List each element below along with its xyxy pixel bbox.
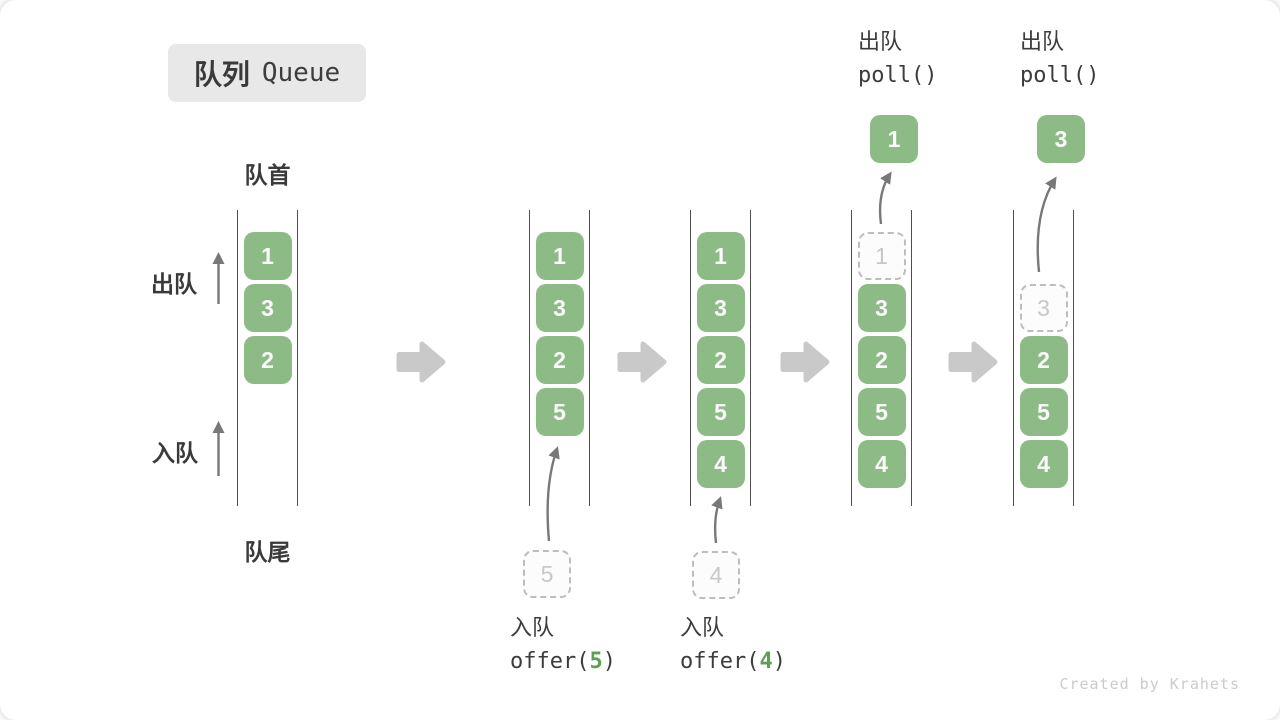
dequeued-result-box: 1 bbox=[870, 115, 918, 163]
queue-item-box: 4 bbox=[1019, 440, 1068, 488]
queue-item-box: 4 bbox=[696, 440, 745, 488]
state-transition-arrow-icon bbox=[780, 341, 830, 383]
operation-code: poll() bbox=[1020, 63, 1100, 88]
queue-item-box: 2 bbox=[535, 336, 584, 384]
queue-item-box: 2 bbox=[857, 336, 906, 384]
dequeue-operation-1: 出队 poll() bbox=[858, 28, 937, 91]
queue-item-box: 2 bbox=[696, 336, 745, 384]
queue-state-5: 3 2 5 4 bbox=[1013, 210, 1074, 506]
state-transition-arrow-icon bbox=[396, 341, 446, 383]
queue-item-box: 2 bbox=[1019, 336, 1068, 384]
queue-item-box: 5 bbox=[857, 388, 906, 436]
code-arg: 4 bbox=[759, 649, 773, 674]
code-post: ) bbox=[772, 649, 786, 674]
queue-item-box: 4 bbox=[857, 440, 906, 488]
queue-state-2: 1 3 2 5 bbox=[529, 210, 590, 506]
queue-item-box: 5 bbox=[696, 388, 745, 436]
title-zh: 队列 bbox=[193, 59, 250, 90]
queue-item-box: 5 bbox=[535, 388, 584, 436]
enqueue-operation-4: 入队 offer(4) bbox=[680, 614, 786, 677]
diagram-title: 队列 Queue bbox=[168, 44, 366, 102]
removed-item-box: 3 bbox=[1019, 284, 1068, 332]
operation-label: 入队 bbox=[680, 615, 725, 640]
title-en: Queue bbox=[261, 58, 341, 88]
operation-label: 出队 bbox=[1020, 29, 1065, 54]
removed-item-box: 1 bbox=[857, 232, 906, 280]
queue-item-box: 3 bbox=[696, 284, 745, 332]
queue-state-4: 1 3 2 5 4 bbox=[851, 210, 912, 506]
operation-label: 出队 bbox=[858, 29, 903, 54]
dequeue-side-label: 出队 bbox=[151, 271, 197, 297]
operation-code: offer(5) bbox=[510, 647, 616, 677]
enqueue-side-label: 入队 bbox=[152, 440, 198, 466]
operation-label: 入队 bbox=[510, 615, 555, 640]
operation-code: poll() bbox=[858, 63, 938, 88]
pending-enqueue-box: 4 bbox=[692, 551, 740, 599]
watermark: Created by Krahets bbox=[1059, 675, 1240, 693]
queue-item-box: 2 bbox=[243, 336, 292, 384]
queue-state-1: 1 3 2 bbox=[237, 210, 298, 506]
queue-front-label: 队首 bbox=[244, 162, 291, 188]
state-transition-arrow-icon bbox=[948, 341, 998, 383]
code-arg: 5 bbox=[589, 649, 603, 674]
dequeue-operation-2: 出队 poll() bbox=[1020, 28, 1099, 91]
queue-item-box: 1 bbox=[243, 232, 292, 280]
queue-state-3: 1 3 2 5 4 bbox=[690, 210, 751, 506]
queue-item-box: 3 bbox=[857, 284, 906, 332]
queue-item-box: 3 bbox=[243, 284, 292, 332]
state-transition-arrow-icon bbox=[617, 341, 667, 383]
enqueue-operation-5: 入队 offer(5) bbox=[510, 614, 616, 677]
pending-enqueue-box: 5 bbox=[523, 550, 571, 598]
queue-item-box: 3 bbox=[535, 284, 584, 332]
operation-code: offer(4) bbox=[680, 647, 786, 677]
queue-item-box: 1 bbox=[696, 232, 745, 280]
queue-item-box: 5 bbox=[1019, 388, 1068, 436]
code-post: ) bbox=[602, 649, 616, 674]
dequeued-result-box: 3 bbox=[1037, 115, 1085, 163]
queue-item-box: 1 bbox=[535, 232, 584, 280]
code-pre: offer( bbox=[680, 649, 760, 674]
code-pre: offer( bbox=[510, 649, 590, 674]
queue-rear-label: 队尾 bbox=[244, 539, 291, 565]
